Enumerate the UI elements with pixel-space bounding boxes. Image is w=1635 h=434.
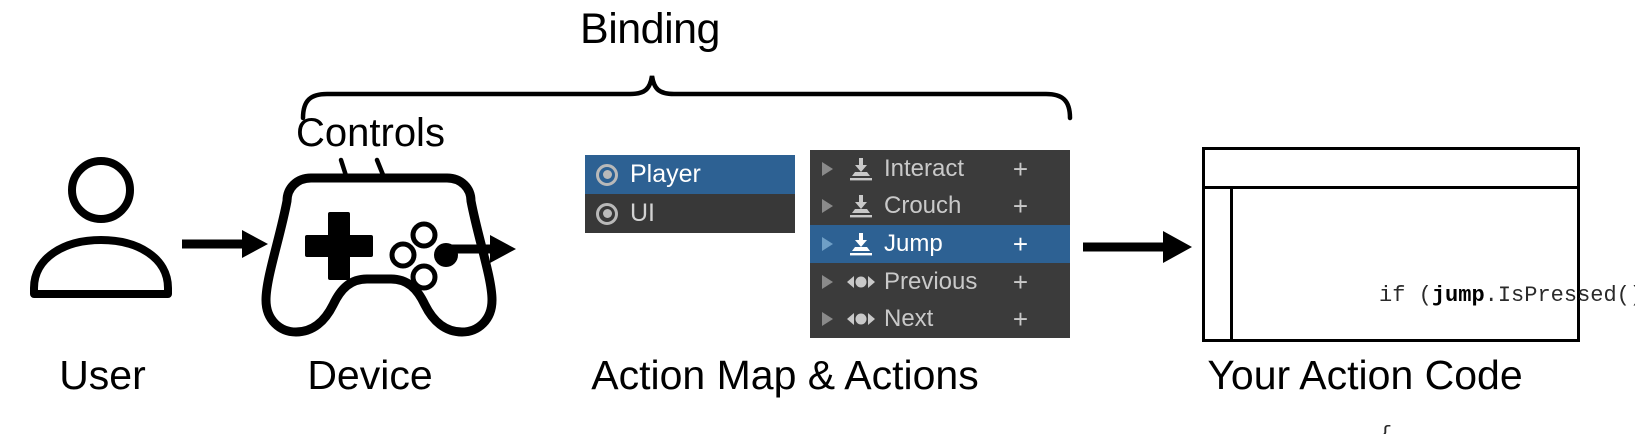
button-press-icon: [844, 231, 878, 257]
code-text: {: [1379, 423, 1392, 434]
action-label: Interact: [884, 154, 965, 182]
dpad-icon: [305, 212, 373, 280]
caption-user: User: [59, 352, 146, 398]
chevron-right-icon[interactable]: [810, 273, 844, 291]
action-row-next[interactable]: Next +: [810, 300, 1070, 338]
action-label: Next: [884, 305, 934, 333]
add-binding-button[interactable]: +: [1012, 191, 1028, 222]
caption-action-map: Action Map & Actions: [591, 352, 979, 398]
actions-panel: Interact + Crouch +: [810, 150, 1070, 338]
action-label: Crouch: [884, 192, 962, 220]
code-line-2: {: [1247, 394, 1635, 434]
action-row-crouch[interactable]: Crouch +: [810, 188, 1070, 226]
code-text: .IsPressed()): [1484, 283, 1635, 308]
action-label: Previous: [884, 267, 978, 295]
target-icon: [596, 163, 618, 186]
code-line-1: if (jump.IsPressed()): [1247, 254, 1635, 338]
button-press-icon: [844, 193, 878, 219]
axis-value-icon: [844, 306, 878, 332]
action-map-panel: Player UI: [585, 155, 795, 233]
code-window-content[interactable]: if (jump.IsPressed()) { // your code }: [1233, 189, 1635, 434]
code-text: if (: [1379, 283, 1432, 308]
binding-annotation-label: Binding: [580, 5, 720, 53]
add-binding-button[interactable]: +: [1012, 153, 1028, 184]
code-window-titlebar: [1205, 150, 1577, 189]
user-person-icon: [30, 157, 172, 298]
code-window-gutter: [1205, 189, 1233, 342]
action-map-label: UI: [630, 199, 655, 227]
chevron-right-icon[interactable]: [810, 197, 844, 215]
flow-arrow-actions-code: [1083, 231, 1192, 263]
action-map-row-ui[interactable]: UI: [585, 194, 795, 233]
add-binding-button[interactable]: +: [1012, 304, 1028, 335]
code-window: if (jump.IsPressed()) { // your code }: [1202, 147, 1635, 434]
action-map-row-player[interactable]: Player: [585, 155, 795, 194]
curly-brace-icon: [300, 75, 1073, 121]
chevron-right-icon[interactable]: [810, 235, 844, 253]
controls-annotation-label: Controls: [296, 111, 445, 155]
code-identifier-jump: jump: [1431, 283, 1485, 308]
axis-value-icon: [844, 269, 878, 295]
add-binding-button[interactable]: +: [1012, 266, 1028, 297]
button-press-icon: [844, 156, 878, 182]
caption-device: Device: [307, 352, 433, 398]
action-row-interact[interactable]: Interact +: [810, 150, 1070, 188]
caption-your-action-code: Your Action Code: [1207, 352, 1523, 398]
action-map-label: Player: [630, 160, 701, 188]
chevron-right-icon[interactable]: [810, 160, 844, 178]
add-binding-button[interactable]: +: [1012, 228, 1028, 259]
target-icon: [596, 202, 618, 225]
action-row-jump[interactable]: Jump +: [810, 225, 1070, 263]
chevron-right-icon[interactable]: [810, 310, 844, 328]
action-label: Jump: [884, 229, 943, 257]
flow-arrow-user-device: [182, 230, 268, 258]
action-row-previous[interactable]: Previous +: [810, 263, 1070, 301]
gamepad-controller-icon: [261, 173, 497, 337]
flow-arrow-device-actionmap: [446, 235, 516, 263]
